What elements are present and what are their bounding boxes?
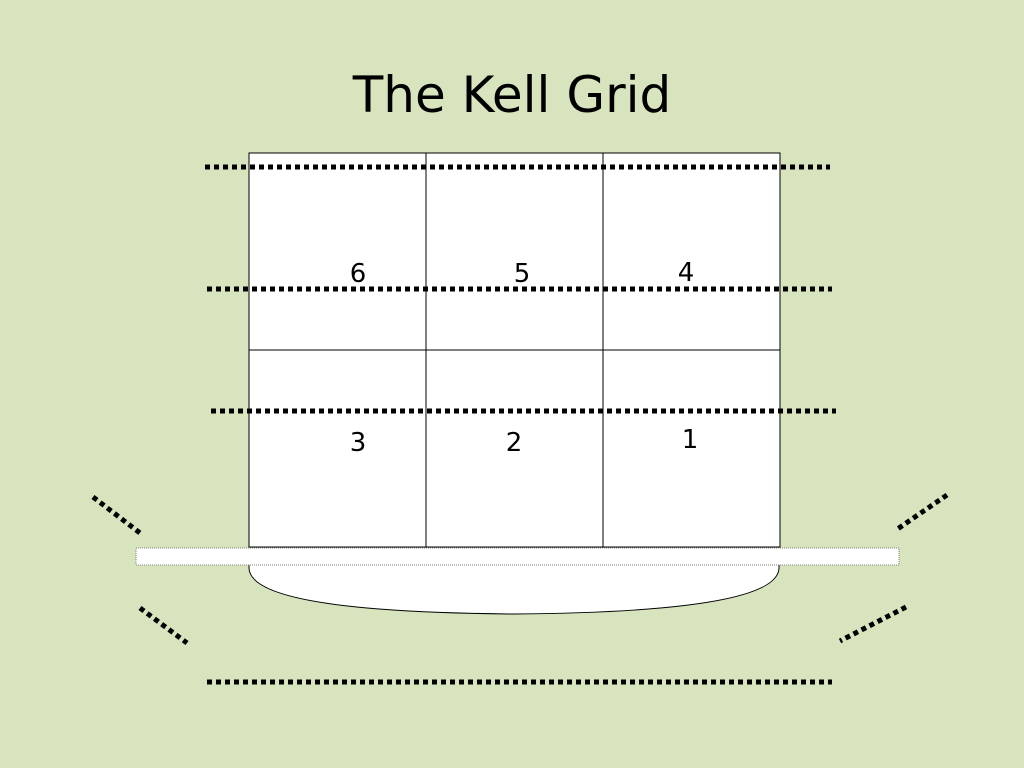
dotted-diagonal-lower-left — [138, 605, 189, 646]
dotted-diagonal-upper-right — [894, 492, 949, 533]
slide-title: The Kell Grid — [352, 66, 672, 124]
grid-cell-2 — [425, 349, 604, 548]
dotted-diagonal-lower-right — [838, 604, 908, 644]
cell-number-6: 6 — [350, 259, 367, 289]
grid-cell-4 — [602, 152, 781, 351]
grid-cell-5 — [425, 152, 604, 351]
cell-number-2: 2 — [506, 428, 523, 458]
grid-base-oval — [248, 559, 780, 615]
grid-cell-6 — [248, 152, 427, 351]
grid-cells — [248, 152, 781, 548]
grid-shelf-bar — [135, 547, 900, 566]
cell-number-3: 3 — [350, 428, 367, 458]
cell-number-1: 1 — [682, 425, 699, 455]
grid-cell-3 — [248, 349, 427, 548]
dotted-diagonal-upper-left — [91, 495, 142, 535]
cell-number-4: 4 — [678, 258, 695, 288]
grid-cell-1 — [602, 349, 781, 548]
cell-number-5: 5 — [514, 259, 531, 289]
